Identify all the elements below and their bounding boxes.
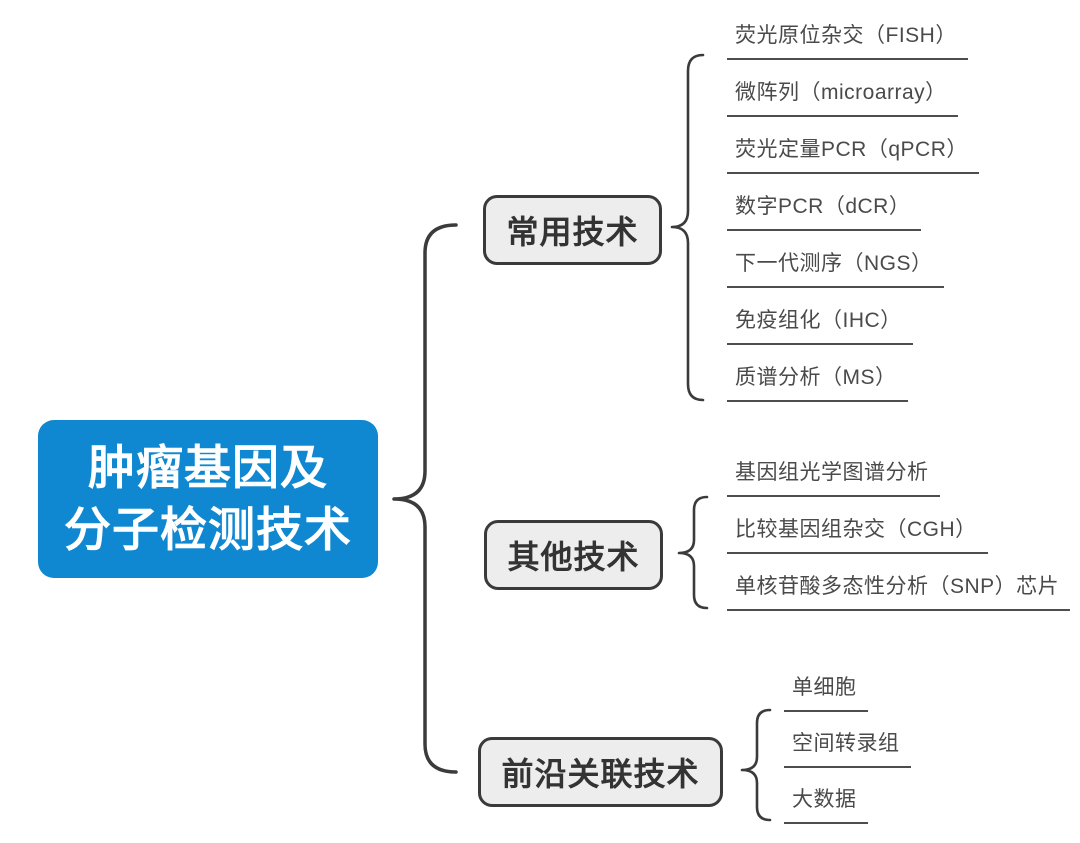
leaf-item: 单细胞 <box>784 656 911 712</box>
leaf-label[interactable]: 大数据 <box>784 783 868 824</box>
root-brace <box>392 223 458 774</box>
leaf-item: 荧光原位杂交（FISH） <box>727 3 979 60</box>
leaf-label[interactable]: 微阵列（microarray） <box>727 76 958 117</box>
branch-brace-frontier <box>740 708 772 822</box>
branch-node-frontier[interactable]: 前沿关联技术 <box>478 737 723 807</box>
leaf-item: 免疫组化（IHC） <box>727 288 979 345</box>
leaf-label[interactable]: 数字PCR（dCR） <box>727 190 922 231</box>
leaf-label[interactable]: 单细胞 <box>784 671 868 712</box>
leaf-item: 基因组光学图谱分析 <box>727 440 1070 497</box>
leaf-item: 比较基因组杂交（CGH） <box>727 497 1070 554</box>
branch-label: 其他技术 <box>507 539 640 575</box>
leaf-label[interactable]: 质谱分析（MS） <box>727 361 908 402</box>
leaf-label[interactable]: 空间转录组 <box>784 727 911 768</box>
leaf-item: 单核苷酸多态性分析（SNP）芯片 <box>727 554 1071 611</box>
branch-label: 常用技术 <box>506 214 639 250</box>
leaf-label[interactable]: 基因组光学图谱分析 <box>727 456 940 497</box>
root-label-line1: 肿瘤基因及 <box>88 440 328 494</box>
root-node[interactable]: 肿瘤基因及 分子检测技术 <box>38 420 378 578</box>
root-label-line2: 分子检测技术 <box>64 503 352 556</box>
leaf-label[interactable]: 下一代测序（NGS） <box>727 247 944 288</box>
leaf-group-frontier: 单细胞 空间转录组 大数据 <box>784 656 911 824</box>
leaf-item: 质谱分析（MS） <box>727 345 979 402</box>
leaf-item: 数字PCR（dCR） <box>727 174 979 231</box>
branch-label: 前沿关联技术 <box>501 756 700 792</box>
leaf-item: 微阵列（microarray） <box>727 60 979 117</box>
branch-brace-common <box>670 53 705 402</box>
leaf-label[interactable]: 免疫组化（IHC） <box>727 304 913 345</box>
branch-brace-other <box>677 495 709 610</box>
leaf-label[interactable]: 荧光原位杂交（FISH） <box>727 19 968 60</box>
leaf-label[interactable]: 荧光定量PCR（qPCR） <box>727 133 979 174</box>
branch-node-common[interactable]: 常用技术 <box>483 195 662 265</box>
leaf-label[interactable]: 单核苷酸多态性分析（SNP）芯片 <box>727 570 1071 611</box>
leaf-item: 空间转录组 <box>784 712 911 768</box>
leaf-item: 大数据 <box>784 768 911 824</box>
leaf-group-other: 基因组光学图谱分析 比较基因组杂交（CGH） 单核苷酸多态性分析（SNP）芯片 <box>727 440 1071 611</box>
leaf-label[interactable]: 比较基因组杂交（CGH） <box>727 513 988 554</box>
branch-node-other[interactable]: 其他技术 <box>484 520 663 590</box>
leaf-group-common: 荧光原位杂交（FISH） 微阵列（microarray） 荧光定量PCR（qPC… <box>727 3 979 402</box>
leaf-item: 下一代测序（NGS） <box>727 231 979 288</box>
leaf-item: 荧光定量PCR（qPCR） <box>727 117 979 174</box>
